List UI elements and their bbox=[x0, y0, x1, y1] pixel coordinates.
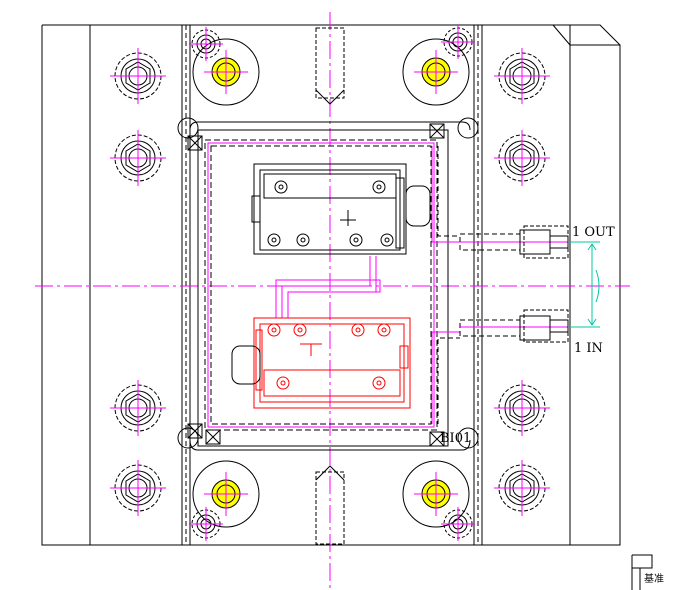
bolt-mid-left-lower bbox=[109, 379, 167, 437]
in-label: 1 IN bbox=[574, 341, 603, 356]
datum-mark bbox=[631, 554, 653, 590]
cooling-channel bbox=[187, 123, 445, 447]
upper-insert bbox=[251, 163, 431, 255]
bolt-bottom-right-yellow bbox=[402, 460, 470, 528]
outer-plate bbox=[41, 24, 621, 546]
bolt-mid-left-upper bbox=[109, 129, 167, 187]
runner bbox=[275, 256, 381, 318]
bolt-bottom-left-outer bbox=[109, 459, 167, 517]
datum-label: 基准 bbox=[644, 572, 664, 585]
bolt-top-left-small bbox=[188, 26, 224, 62]
bolt-top-left-yellow bbox=[192, 38, 260, 106]
inner-pocket bbox=[177, 117, 479, 451]
bolt-bottom-right-small bbox=[440, 506, 476, 542]
guide-rails bbox=[181, 25, 483, 545]
inlet-tube bbox=[431, 309, 569, 424]
bolt-bottom-left-small bbox=[188, 506, 224, 542]
port-dimension bbox=[570, 241, 600, 328]
lower-insert bbox=[231, 317, 411, 409]
bolt-top-right-outer bbox=[493, 47, 551, 105]
bolt-bottom-left-yellow bbox=[192, 460, 260, 528]
bottom-slot bbox=[315, 465, 345, 545]
part-number-label: BI01 bbox=[440, 431, 471, 446]
bolt-mid-right-upper bbox=[493, 129, 551, 187]
out-label: 1 OUT bbox=[572, 225, 615, 240]
bolt-top-right-yellow bbox=[402, 38, 470, 106]
top-slot bbox=[315, 27, 345, 105]
bolt-top-left-outer bbox=[109, 47, 167, 105]
centerlines bbox=[35, 12, 630, 590]
bolt-bottom-right-outer bbox=[493, 459, 551, 517]
bolt-mid-right-lower bbox=[493, 379, 551, 437]
bolt-top-right-small bbox=[440, 24, 476, 60]
outlet-tube bbox=[431, 146, 569, 259]
